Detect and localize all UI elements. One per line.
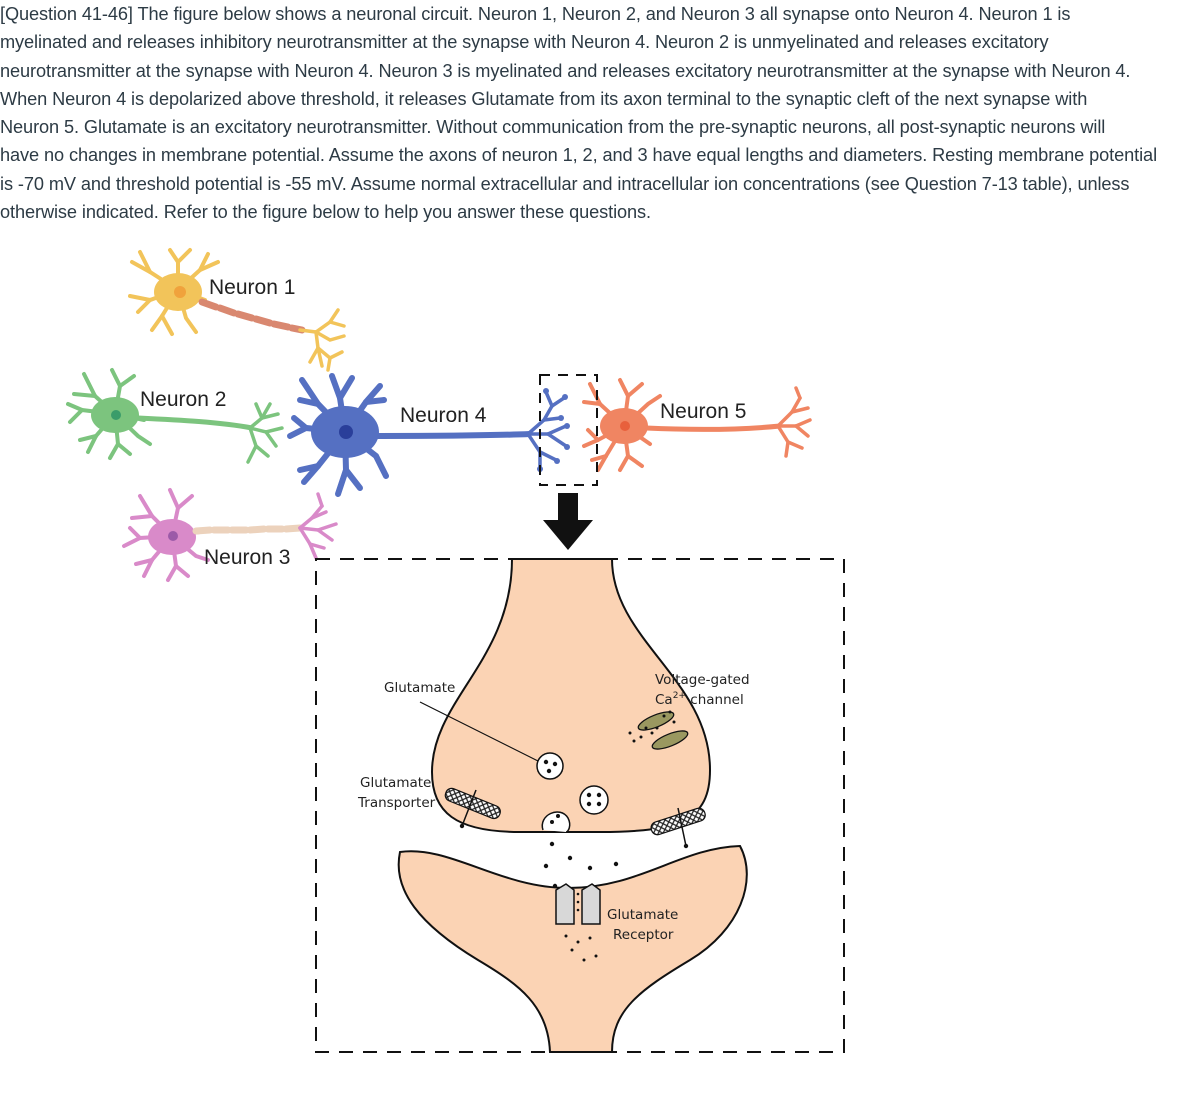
question-line: Neuron 5. Glutamate is an excitatory neu… — [0, 117, 1106, 138]
neuron-3: Neuron 3 — [122, 488, 338, 582]
neuron-4-label: Neuron 4 — [400, 404, 487, 427]
question-line: [Question 41-46] The figure below shows … — [0, 4, 1071, 24]
neuron-1: Neuron 1 — [128, 248, 346, 372]
neuron-4: Neuron 4 — [287, 373, 570, 497]
transporter-label-line2: Transporter — [357, 795, 436, 811]
synapse-callout-box — [539, 374, 598, 486]
receptor-label-line1: Glutamate — [607, 907, 678, 923]
neuron-2: Neuron 2 — [66, 368, 284, 464]
neuron-5-label: Neuron 5 — [660, 400, 746, 423]
neuron-1-label: Neuron 1 — [209, 276, 295, 299]
neuron-3-label: Neuron 3 — [204, 546, 290, 569]
receptor-label-line2: Receptor — [613, 927, 674, 943]
question-line: myelinated and releases inhibitory neuro… — [0, 32, 1049, 53]
glutamate-transporter — [650, 807, 706, 849]
question-line: otherwise indicated. Refer to the figure… — [0, 202, 651, 223]
question-line: neurotransmitter at the synapse with Neu… — [0, 60, 1131, 81]
glutamate-receptor — [555, 883, 601, 962]
vgcc-label-line2: Ca2+ channel — [655, 691, 744, 708]
fusing-vesicle — [541, 811, 571, 833]
glutamate-label: Glutamate — [384, 680, 455, 696]
zoom-arrow-icon — [543, 493, 593, 550]
neuron-2-label: Neuron 2 — [140, 388, 226, 411]
transporter-label-line1: Glutamate — [360, 775, 431, 791]
glutamate-transporter — [444, 787, 501, 829]
question-line: have no changes in membrane potential. A… — [0, 145, 1158, 166]
glutamate-vesicle — [536, 752, 564, 780]
question-text: [Question 41-46] The figure below shows … — [0, 0, 1195, 226]
vgcc-label-line1: Voltage-gated — [655, 672, 750, 688]
question-line: is -70 mV and threshold potential is -55… — [0, 173, 1130, 194]
neuron-5: Neuron 5 — [582, 378, 812, 472]
glutamate-pointer — [419, 701, 541, 763]
presynaptic-terminal — [430, 558, 712, 833]
question-line: When Neuron 4 is depolarized above thres… — [0, 88, 1088, 109]
released-glutamate — [543, 841, 619, 889]
voltage-gated-ca-channel — [628, 710, 689, 750]
glutamate-vesicle — [579, 785, 609, 815]
